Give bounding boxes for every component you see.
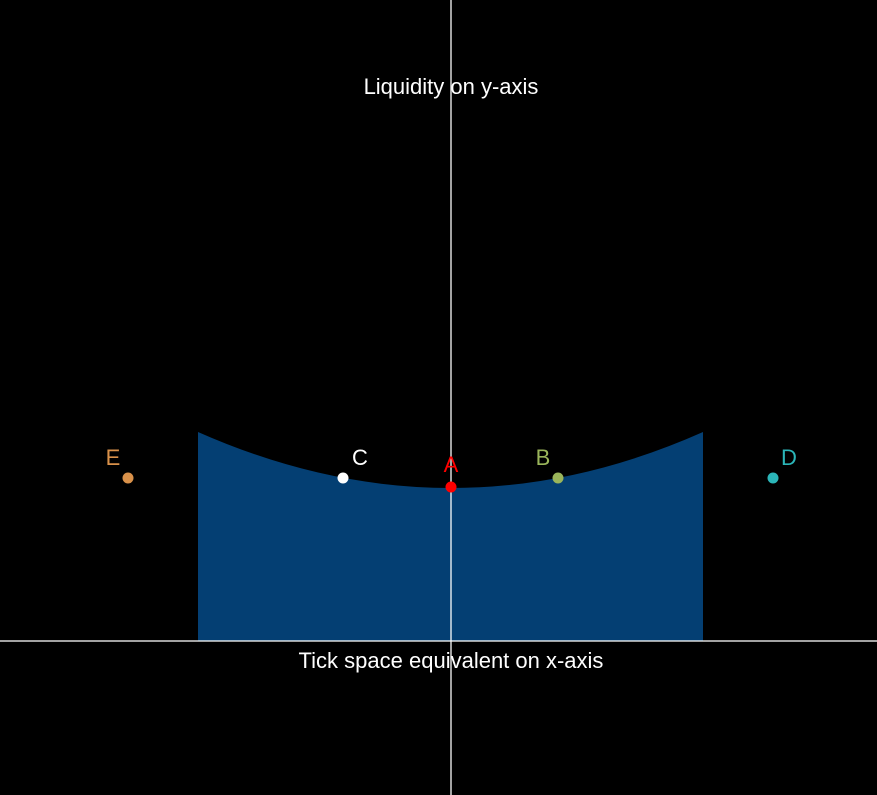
- point-b-marker: [552, 472, 564, 484]
- point-b: B: [536, 445, 564, 484]
- point-e: E: [106, 445, 134, 484]
- point-d-label: D: [781, 445, 797, 470]
- point-b-label: B: [536, 445, 551, 470]
- point-e-label: E: [106, 445, 121, 470]
- point-c-label: C: [352, 445, 368, 470]
- point-a: A: [444, 452, 459, 493]
- point-a-marker: [445, 481, 457, 493]
- point-c: C: [337, 445, 368, 484]
- point-a-label: A: [444, 452, 459, 477]
- point-d: D: [767, 445, 797, 484]
- y-axis-label: Liquidity on y-axis: [364, 74, 539, 99]
- point-e-marker: [122, 472, 134, 484]
- point-d-marker: [767, 472, 779, 484]
- x-axis-label: Tick space equivalent on x-axis: [299, 648, 604, 673]
- point-c-marker: [337, 472, 349, 484]
